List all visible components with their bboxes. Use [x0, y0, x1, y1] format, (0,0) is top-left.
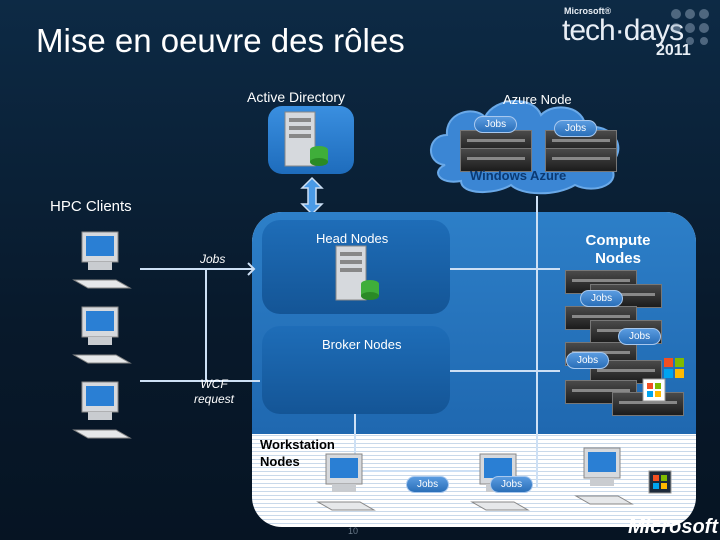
ad-double-arrow-icon — [300, 176, 324, 216]
azure-to-workstation-line — [536, 196, 538, 488]
active-directory-label: Active Directory — [247, 89, 346, 105]
windows7-box-icon — [648, 470, 672, 494]
broker-nodes-label: Broker Nodes — [322, 337, 402, 352]
logo-brand: Microsoft® — [564, 6, 612, 16]
logo-dots-icon — [671, 9, 709, 45]
ad-server-icon — [284, 111, 328, 167]
windows-server-box-icon — [642, 378, 666, 402]
azure-node-label: Azure Node — [503, 92, 572, 107]
compute-jobs-3: Jobs — [566, 352, 610, 369]
workstation-pc-icon — [574, 447, 634, 505]
logo-year: 2011 — [656, 42, 691, 59]
azure-server-2 — [460, 148, 532, 172]
azure-jobs-2: Jobs — [554, 120, 598, 137]
client-pc-icon — [72, 381, 132, 439]
azure-server-4 — [545, 148, 617, 172]
broker-to-workstation-line — [354, 414, 356, 472]
head-nodes-label: Head Nodes — [316, 231, 389, 246]
workstation-pc-icon — [316, 453, 376, 511]
client-pc-icon — [72, 306, 132, 364]
client-bus-line — [205, 268, 207, 380]
client-jobs-label: Jobs — [200, 252, 226, 266]
page-number: 10 — [348, 526, 359, 536]
compute-jobs-2: Jobs — [618, 328, 662, 345]
slide-title: Mise en oeuvre des rôles — [36, 22, 405, 59]
workstation-jobs-2: Jobs — [490, 476, 534, 493]
logo-event: tech·days — [562, 14, 684, 47]
client-to-head-line — [140, 268, 252, 270]
wcf-request-label: WCF request — [193, 377, 235, 406]
compute-jobs-1: Jobs — [580, 290, 624, 307]
client-to-broker-line — [140, 380, 260, 382]
windows-azure-label: Windows Azure — [470, 168, 567, 183]
workstation-jobs-1: Jobs — [406, 476, 450, 493]
compute-nodes-label: Compute Nodes — [585, 232, 651, 267]
workstation-bus-line — [354, 470, 538, 472]
azure-jobs-1: Jobs — [474, 116, 518, 133]
workstation-nodes-label: Workstation Nodes — [260, 437, 335, 469]
client-arrow-icon — [240, 262, 256, 276]
broker-to-compute-line — [450, 370, 560, 372]
microsoft-logo: Microsoft — [628, 516, 718, 538]
windows-logo-icon — [664, 358, 684, 378]
hpc-clients-label: HPC Clients — [50, 198, 132, 215]
client-pc-icon — [72, 231, 132, 289]
head-server-icon — [335, 245, 379, 301]
broker-nodes-box — [262, 326, 450, 414]
techdays-logo: Microsoft® tech·days 2011 — [560, 2, 720, 66]
head-to-compute-line — [450, 268, 560, 270]
